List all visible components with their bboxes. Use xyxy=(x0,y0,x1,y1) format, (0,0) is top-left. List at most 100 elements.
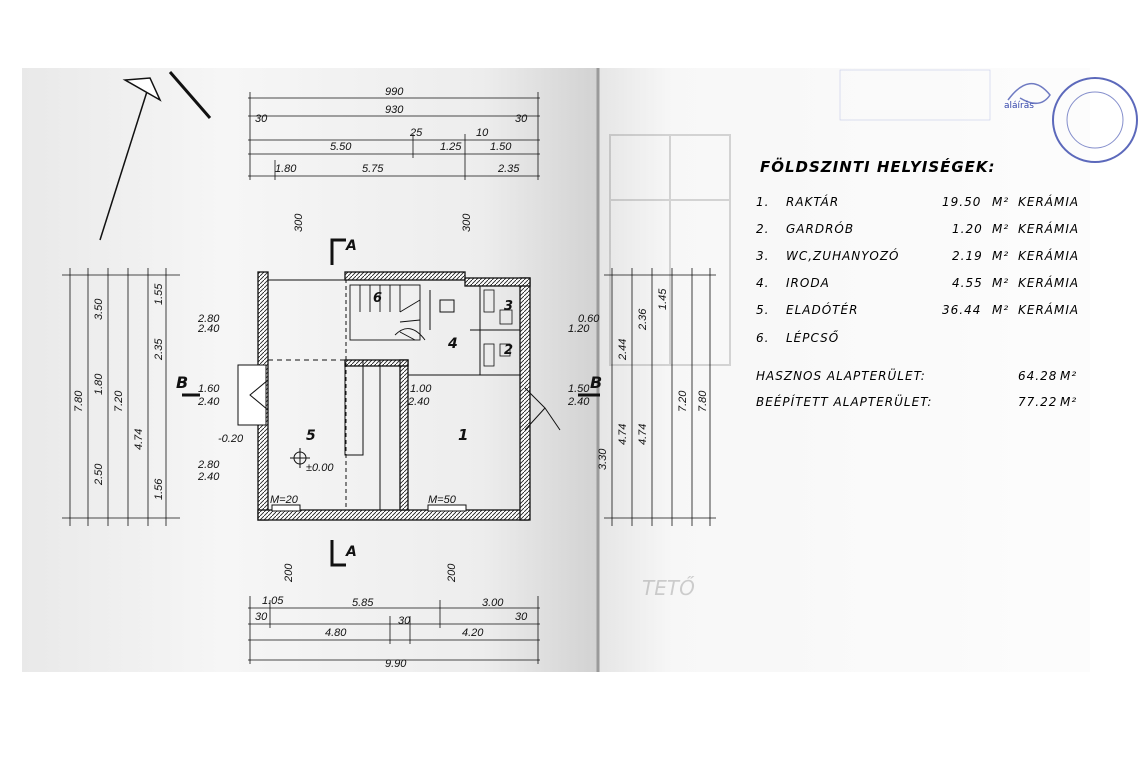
built-area-unit: M² xyxy=(1060,395,1077,409)
stair xyxy=(349,284,426,341)
dim-right-f: 4.74 xyxy=(637,424,649,445)
legend-row-3-num: 3. xyxy=(756,249,769,263)
opening-f: 2.40 xyxy=(197,323,220,335)
opening-g: 1.60 xyxy=(198,383,220,395)
dim-left-f: 2.50 xyxy=(93,463,105,486)
legend-row-5-unit: M² xyxy=(992,303,1009,317)
legend-row-4-area: 4.55 xyxy=(952,276,983,290)
dim-right-c: 1.45 xyxy=(657,288,669,310)
dim-bottom-c: 3.00 xyxy=(482,597,504,609)
dim-left-a: 4.74 xyxy=(133,429,145,450)
legend-row-4-num: 4. xyxy=(756,276,769,290)
dim-bottom-b: 5.85 xyxy=(352,597,374,609)
dim-top-wall-l: 30 xyxy=(255,113,268,125)
legend-row-5-name: ELADÓTÉR xyxy=(786,302,858,317)
legend-row-5-num: 5. xyxy=(756,303,769,317)
legend-row-1-unit: M² xyxy=(992,195,1009,209)
dim-top-inner: 930 xyxy=(385,104,404,116)
dim-right-total: 7.80 xyxy=(697,390,709,412)
legend-row-4-name: IRODA xyxy=(786,276,830,290)
legend-row-5-finish: KERÁMIA xyxy=(1018,302,1079,317)
door-tag-right: M=50 xyxy=(428,494,457,506)
opening-d: 200 xyxy=(446,563,458,583)
opening-h: 2.40 xyxy=(197,396,220,408)
section-b-right: B xyxy=(590,373,602,392)
legend-row-3-finish: KERÁMIA xyxy=(1018,248,1079,263)
level-step: -0.20 xyxy=(218,433,244,445)
dim-top-d: 1.25 xyxy=(440,141,462,153)
legend-row-3-name: WC,ZUHANYOZÓ xyxy=(786,248,900,263)
legend-row-4-finish: KERÁMIA xyxy=(1018,275,1079,290)
legend-row-2-name: GARDRÓB xyxy=(786,221,854,236)
dim-top-g: 5.75 xyxy=(362,163,384,175)
opening-b: 300 xyxy=(461,213,473,232)
room-schedule: FÖLDSZINTI HELYISÉGEK: 1. RAKTÁR 19.50 M… xyxy=(756,157,1079,409)
ghost-roof-label: TETŐ xyxy=(642,576,695,600)
opening-k: 0.60 xyxy=(578,313,600,325)
opening-a: 300 xyxy=(293,213,305,232)
legend-row-3-unit: M² xyxy=(992,249,1009,263)
opening-i: 2.80 xyxy=(197,459,220,471)
room-number-6: 6 xyxy=(373,291,382,306)
built-area-value: 77.22 xyxy=(1018,395,1057,409)
room-number-1: 1 xyxy=(458,426,468,444)
legend-row-2-area: 1.20 xyxy=(952,222,983,236)
dim-top-h: 2.35 xyxy=(497,163,520,175)
dim-left-inner: 7.20 xyxy=(113,390,125,412)
section-a-bottom: A xyxy=(345,544,357,560)
level-main: ±0.00 xyxy=(306,462,334,474)
room-number-5: 5 xyxy=(306,428,316,444)
dim-top-e: 1.50 xyxy=(490,141,512,153)
legend-row-5-area: 36.44 xyxy=(942,303,981,317)
dim-left-e: 2.35 xyxy=(153,338,165,361)
dim-top-c: 10 xyxy=(476,127,489,139)
section-a-top: A xyxy=(345,238,357,254)
legend-row-6-num: 6. xyxy=(756,331,769,345)
dim-bottom-total: 9.90 xyxy=(385,658,407,670)
dim-right-d: 4.74 xyxy=(617,424,629,445)
legend-row-1-num: 1. xyxy=(756,195,769,209)
opening-m: 1.50 xyxy=(568,383,590,395)
net-area-unit: M² xyxy=(1060,369,1077,383)
right-page xyxy=(598,68,1090,672)
dim-left-b: 1.55 xyxy=(153,283,165,305)
dim-right-e: 3.30 xyxy=(597,448,609,470)
net-area-value: 64.28 xyxy=(1018,369,1057,383)
legend-title: FÖLDSZINTI HELYISÉGEK: xyxy=(760,157,996,176)
dim-right-b: 2.36 xyxy=(637,308,649,331)
legend-row-1-area: 19.50 xyxy=(942,195,981,209)
opening-p: 2.40 xyxy=(407,396,430,408)
built-area-label: BEÉPÍTETT ALAPTERÜLET: xyxy=(756,393,932,409)
room-number-3: 3 xyxy=(504,299,513,314)
opening-c: 200 xyxy=(283,563,295,583)
dim-top-total: 990 xyxy=(385,86,404,98)
legend-row-1-finish: KERÁMIA xyxy=(1018,194,1079,209)
left-page xyxy=(22,68,598,672)
dim-left-g: 1.56 xyxy=(153,478,165,500)
dim-bottom-f: 30 xyxy=(398,615,411,627)
dim-left-total: 7.80 xyxy=(73,390,85,412)
dim-bottom-g: 4.20 xyxy=(462,627,484,639)
opening-l: 1.20 xyxy=(568,323,590,335)
legend-row-2-unit: M² xyxy=(992,222,1009,236)
dim-left-c: 3.50 xyxy=(93,298,105,320)
dim-top-wall-r: 30 xyxy=(515,113,528,125)
dim-bottom-a: 1.05 xyxy=(262,595,284,607)
dim-left-d: 1.80 xyxy=(93,373,105,395)
dim-top-a: 5.50 xyxy=(330,141,352,153)
north-arrow-icon xyxy=(99,71,212,241)
dim-right-a: 2.44 xyxy=(617,339,629,361)
dim-top-f: 1.80 xyxy=(275,163,297,175)
legend-row-3-area: 2.19 xyxy=(952,249,983,263)
signature-label: aláírás xyxy=(1004,101,1034,111)
bleed-through xyxy=(609,134,731,366)
legend-row-6-name: LÉPCSŐ xyxy=(786,330,839,345)
legend-row-1-name: RAKTÁR xyxy=(786,194,839,209)
section-b-left: B xyxy=(176,373,188,392)
room-number-2: 2 xyxy=(504,343,513,358)
net-area-label: HASZNOS ALAPTERÜLET: xyxy=(756,367,926,383)
room-number-4: 4 xyxy=(447,336,458,352)
dim-bottom-e: 4.80 xyxy=(325,627,347,639)
dim-bottom-h: 30 xyxy=(515,611,528,623)
